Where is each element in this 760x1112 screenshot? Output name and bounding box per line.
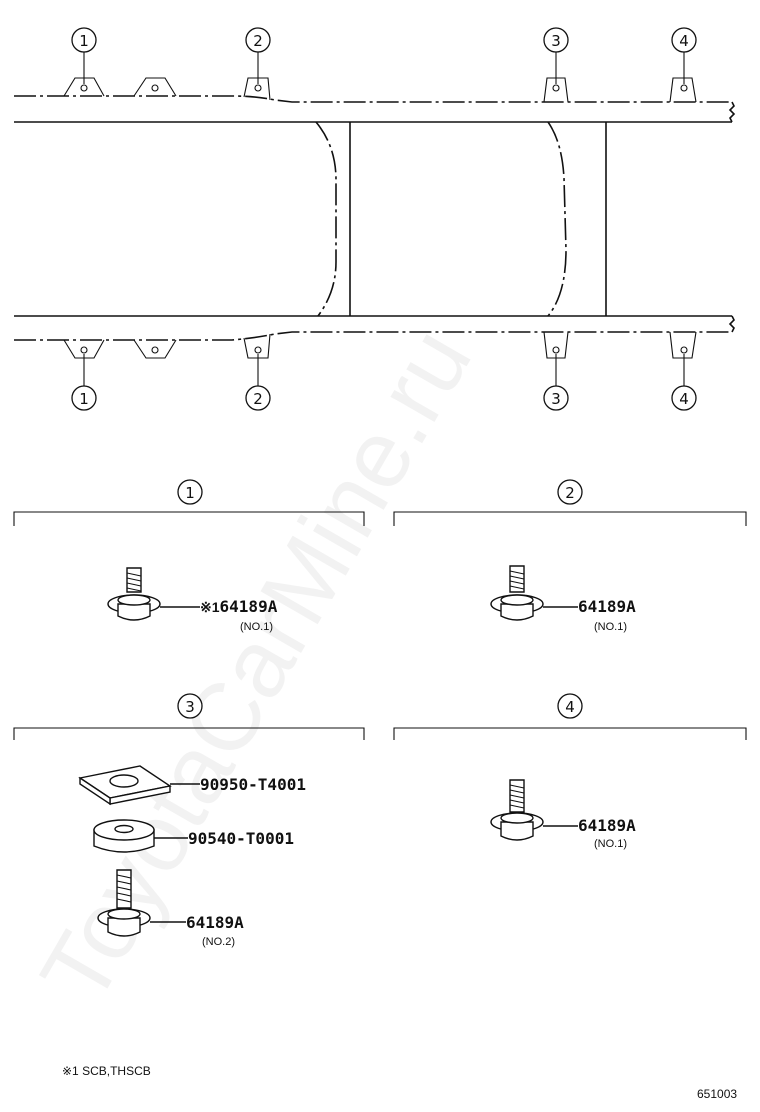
illustration-id: 651003 — [697, 1087, 737, 1101]
group-1-number: 1 — [185, 484, 195, 502]
part-note: (NO.1) — [240, 621, 273, 633]
group-4-number: 4 — [565, 698, 575, 716]
callout-top-4-label: 4 — [679, 32, 689, 50]
bolt-icon — [97, 869, 151, 937]
part-note: (NO.1) — [594, 838, 627, 850]
callout-top-2-label: 2 — [253, 32, 263, 50]
footnote: ※1 SCB,THSCB — [62, 1064, 151, 1078]
frame-callouts-bottom: 1 2 3 4 — [71, 354, 697, 411]
group-4: 4 64189A (NO.1) — [393, 693, 747, 850]
group-3: 3 90950-T4001 90540-T0001 64189A — [13, 693, 365, 948]
group-3-number: 3 — [185, 698, 195, 716]
bolt-icon — [490, 565, 544, 621]
callout-top-1: 1 — [71, 27, 97, 53]
callout-bottom-3-label: 3 — [551, 390, 561, 408]
group-1: 1 ※164189A (NO.1) — [13, 479, 365, 633]
callout-bottom-3: 3 — [543, 385, 569, 411]
vehicle-frame — [14, 95, 736, 341]
part-number: 64189A — [186, 913, 244, 932]
callout-bottom-1: 1 — [71, 385, 97, 411]
part-number-label: ※164189A — [200, 597, 278, 616]
plate-washer-icon — [78, 765, 172, 806]
part-number: 90950-T4001 — [200, 775, 306, 794]
callout-top-3: 3 — [543, 27, 569, 53]
callout-top-1-label: 1 — [79, 32, 89, 50]
part-number: 64189A — [578, 816, 636, 835]
bolt-icon — [107, 567, 161, 621]
callout-bottom-1-label: 1 — [79, 390, 89, 408]
callout-bottom-2: 2 — [245, 385, 271, 411]
watermark-text: ToyotaCarMine.ru — [21, 311, 492, 1021]
part-note: (NO.1) — [594, 621, 627, 633]
frame-brackets-top — [63, 77, 697, 103]
cushion-icon — [93, 819, 155, 853]
frame-callouts-top: 1 2 3 4 — [71, 27, 697, 84]
callout-top-4: 4 — [671, 27, 697, 53]
bolt-icon — [490, 779, 544, 841]
callout-bottom-4-label: 4 — [679, 390, 689, 408]
part-number: 64189A — [220, 597, 278, 616]
callout-bottom-2-label: 2 — [253, 390, 263, 408]
part-prefix: ※1 — [200, 599, 220, 615]
part-number: 64189A — [578, 597, 636, 616]
group-2: 2 64189A (NO.1) — [393, 479, 747, 633]
part-number: 90540-T0001 — [188, 829, 294, 848]
callout-top-2: 2 — [245, 27, 271, 53]
part-note: (NO.2) — [202, 936, 235, 948]
callout-top-3-label: 3 — [551, 32, 561, 50]
group-2-number: 2 — [565, 484, 575, 502]
callout-bottom-4: 4 — [671, 385, 697, 411]
